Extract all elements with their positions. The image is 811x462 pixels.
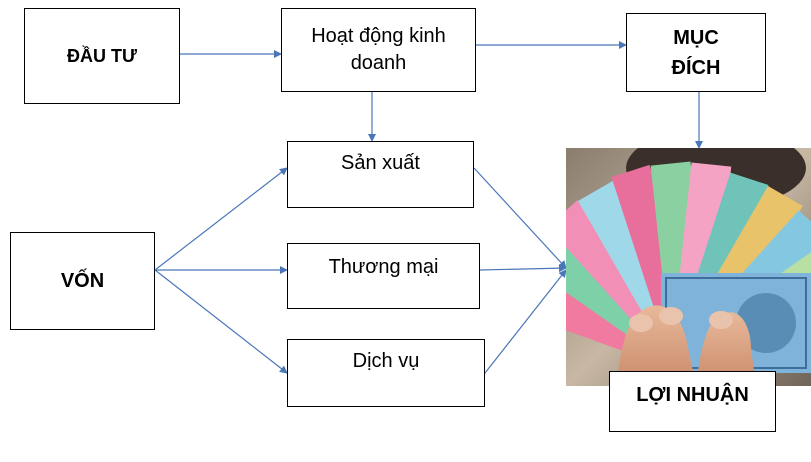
node-dich-vu-label: Dịch vụ — [353, 350, 420, 373]
node-muc-dich-label: MỤC ĐÍCH — [657, 23, 735, 83]
node-von: VỐN — [10, 232, 155, 330]
node-thuong-mai: Thương mại — [287, 243, 480, 309]
node-von-label: VỐN — [61, 270, 104, 293]
node-san-xuat-label: Sản xuất — [341, 152, 420, 175]
node-hoat-dong-label: Hoạt động kinh doanh — [292, 23, 465, 77]
node-dich-vu: Dịch vụ — [287, 339, 485, 407]
node-hoat-dong-kinh-doanh: Hoạt động kinh doanh — [281, 8, 476, 92]
arrow-von-dichvu — [155, 270, 287, 373]
node-dau-tu: ĐẦU TƯ — [24, 8, 180, 104]
node-muc-dich: MỤC ĐÍCH — [626, 13, 766, 92]
node-loi-nhuan-label: LỢI NHUẬN — [636, 384, 749, 407]
arrow-thuongmai-loinhuan — [480, 268, 566, 270]
node-san-xuat: Sản xuất — [287, 141, 474, 208]
node-dau-tu-label: ĐẦU TƯ — [67, 46, 137, 67]
node-loi-nhuan: LỢI NHUẬN — [609, 371, 776, 432]
arrow-dichvu-loinhuan — [485, 270, 566, 373]
arrow-von-sanxuat — [155, 168, 287, 270]
node-thuong-mai-label: Thương mại — [329, 256, 439, 279]
money-photo — [566, 148, 811, 386]
arrow-sanxuat-loinhuan — [474, 168, 566, 268]
